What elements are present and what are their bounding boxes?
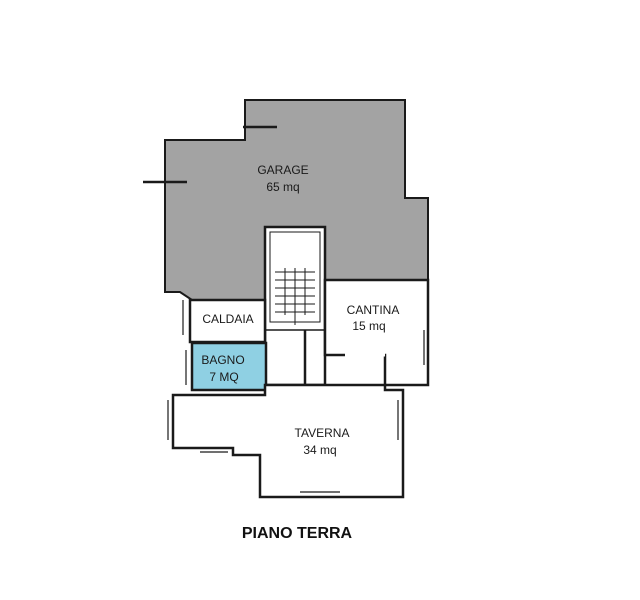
bagno-area (190, 341, 268, 392)
taverna-area-label: 34 mq (303, 443, 336, 457)
left-window-marks (167, 300, 187, 440)
taverna-name: TAVERNA (295, 426, 350, 440)
garage-name: GARAGE (257, 163, 308, 177)
garage-area-label: 65 mq (266, 180, 299, 194)
room-cantina: CANTINA 15 mq (323, 278, 430, 387)
cantina-name: CANTINA (347, 303, 400, 317)
cantina-area-label: 15 mq (352, 319, 385, 333)
bagno-name: BAGNO (201, 353, 244, 367)
room-taverna: TAVERNA 34 mq (171, 383, 405, 499)
stair-steps (275, 268, 315, 325)
floor-title: PIANO TERRA (242, 525, 353, 542)
caldaia-name: CALDAIA (202, 312, 253, 326)
room-caldaia: CALDAIA (188, 298, 267, 344)
room-bagno: BAGNO 7 MQ (190, 341, 268, 392)
taverna-area (171, 383, 405, 499)
stair-core (263, 225, 327, 387)
bagno-area-label: 7 MQ (209, 370, 238, 384)
